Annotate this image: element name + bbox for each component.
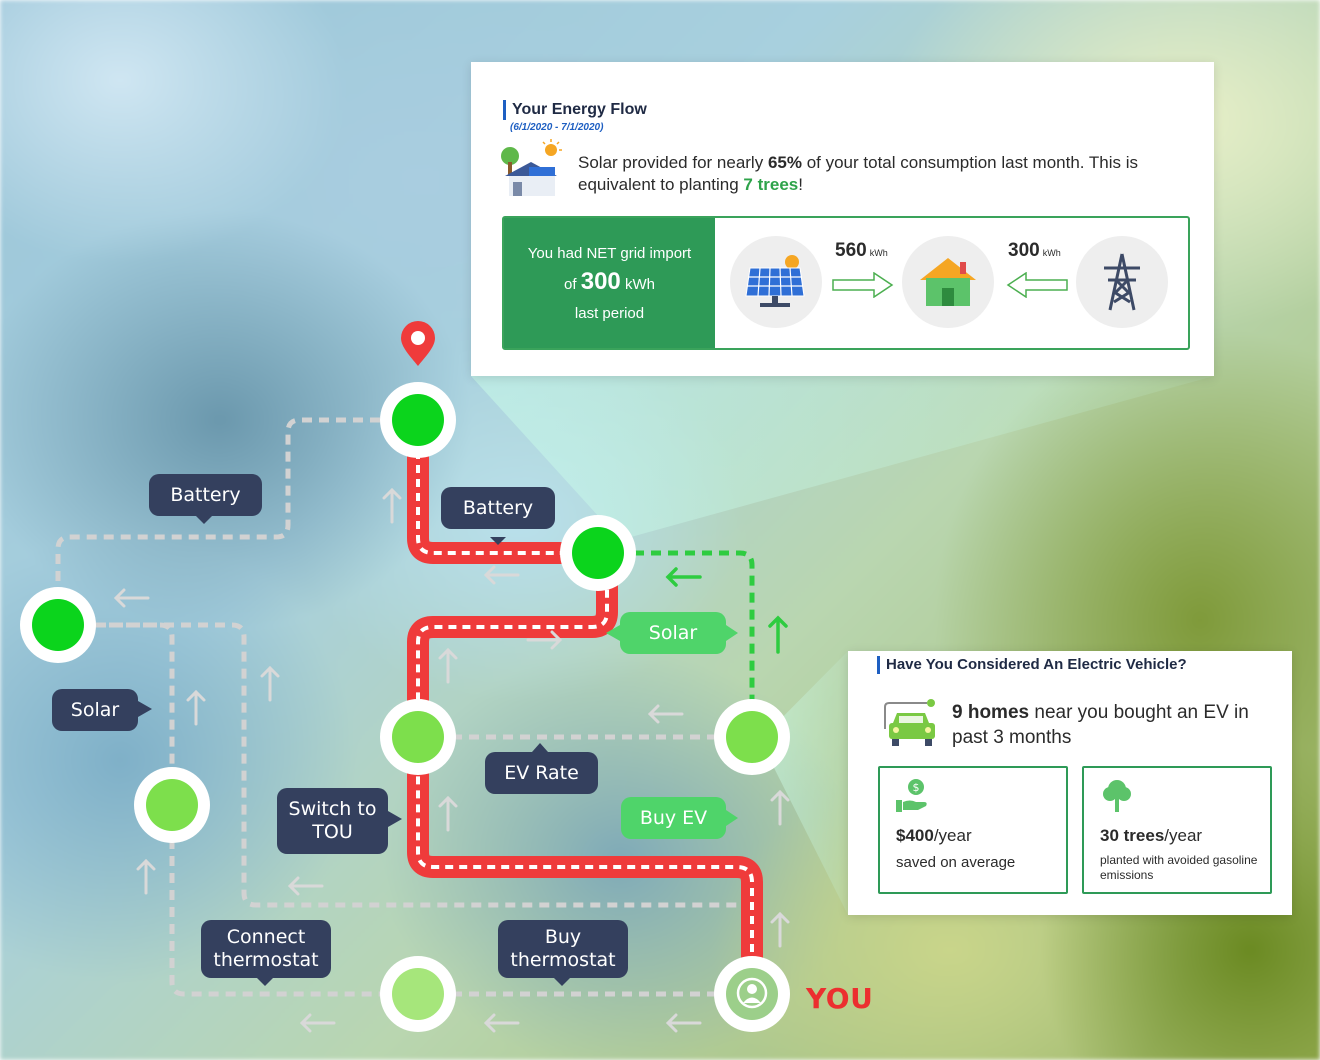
net-import-line3: last period <box>574 305 645 322</box>
ev-savings-subtitle: saved on average <box>896 854 1016 871</box>
grid-to-home-unit: kWh <box>1042 248 1061 258</box>
electric-vehicle-panel: Have You Considered An Electric Vehicle?… <box>848 651 1292 915</box>
battery-option-label[interactable]: Battery <box>149 474 262 516</box>
summary-text-2: of your total consumption last month. Th… <box>578 153 1139 194</box>
ev-trees-unit: /year <box>1164 826 1203 845</box>
energy-flow-panel: Your Energy Flow (6/1/2020 - 7/1/2020) S… <box>471 62 1214 376</box>
ev-savings-amount: $400 <box>896 826 934 845</box>
energy-flow-title: Your Energy Flow <box>503 100 647 120</box>
summary-text-3: ! <box>798 175 803 194</box>
net-import-box: You had NET grid import of 300 kWh last … <box>504 218 715 348</box>
ev-homes-text: near you bought an EV in past 3 months <box>952 702 1249 748</box>
energy-flow-date-range: (6/1/2020 - 7/1/2020) <box>510 122 604 133</box>
direction-arrows <box>113 487 790 1033</box>
ev-savings-value: $400/year <box>896 826 972 846</box>
ev-savings-card: $ $400/year saved on average <box>878 766 1068 894</box>
net-import-of: of <box>564 276 577 293</box>
svg-text:$: $ <box>913 781 920 794</box>
ev-homes-stat: 9 homes near you bought an EV in past 3 … <box>952 700 1282 750</box>
arrow-right-icon <box>832 272 894 298</box>
net-import-line2: of 300 kWh <box>504 270 715 297</box>
summary-percent: 65% <box>767 153 802 172</box>
power-grid-tower-icon <box>1076 236 1168 328</box>
ev-trees-amount: 30 trees <box>1100 826 1165 845</box>
route-nodes <box>20 382 790 1032</box>
destination-pin-icon <box>401 321 435 366</box>
ev-rate-label[interactable]: EV Rate <box>485 752 598 794</box>
connect-thermostat-label[interactable]: Connect thermostat <box>201 920 331 978</box>
tree-icon <box>1103 780 1131 812</box>
optional-paths <box>55 417 752 997</box>
home-icon <box>902 236 994 328</box>
arrow-left-icon <box>1006 272 1068 298</box>
net-import-value: 300 <box>580 268 621 295</box>
solar-option-label[interactable]: Solar <box>52 689 138 731</box>
net-import-unit: kWh <box>624 276 655 293</box>
ev-trees-card: 30 trees/year planted with avoided gasol… <box>1082 766 1272 894</box>
solar-step-label[interactable]: Solar <box>620 612 726 654</box>
ev-panel-title: Have You Considered An Electric Vehicle? <box>877 656 1187 674</box>
switch-to-tou-label[interactable]: Switch to TOU <box>277 788 388 854</box>
net-import-line1: You had NET grid import <box>527 245 692 262</box>
solar-to-home-unit: kWh <box>869 248 888 258</box>
battery-step-label[interactable]: Battery <box>441 487 555 529</box>
solar-panel-icon <box>730 236 822 328</box>
solar-path <box>600 550 755 737</box>
bubble-tails <box>138 516 738 986</box>
energy-flow-summary: Solar provided for nearly 65% of your to… <box>578 152 1198 196</box>
ev-homes-count: 9 homes <box>952 702 1030 723</box>
solar-house-icon <box>501 139 562 196</box>
ev-trees-subtitle: planted with avoided gasoline emissions <box>1100 853 1258 882</box>
ev-trees-value: 30 trees/year <box>1100 826 1202 846</box>
money-hand-icon: $ <box>896 779 927 812</box>
buy-thermostat-label[interactable]: Buy thermostat <box>498 920 628 978</box>
you-avatar-icon[interactable] <box>714 956 790 1032</box>
buy-ev-label[interactable]: Buy EV <box>621 797 726 839</box>
summary-text-1: Solar provided for nearly <box>578 153 768 172</box>
you-label: YOU <box>806 982 874 1015</box>
summary-trees: 7 trees <box>743 175 799 194</box>
energy-flow-box: You had NET grid import of 300 kWh last … <box>502 216 1190 350</box>
solar-arrows <box>665 567 788 654</box>
recommended-route <box>407 420 763 994</box>
ev-savings-unit: /year <box>933 826 972 845</box>
grid-to-home-value: 300 <box>1008 240 1040 261</box>
ev-charging-car-icon <box>884 699 935 746</box>
solar-to-home-value: 560 <box>835 240 867 261</box>
